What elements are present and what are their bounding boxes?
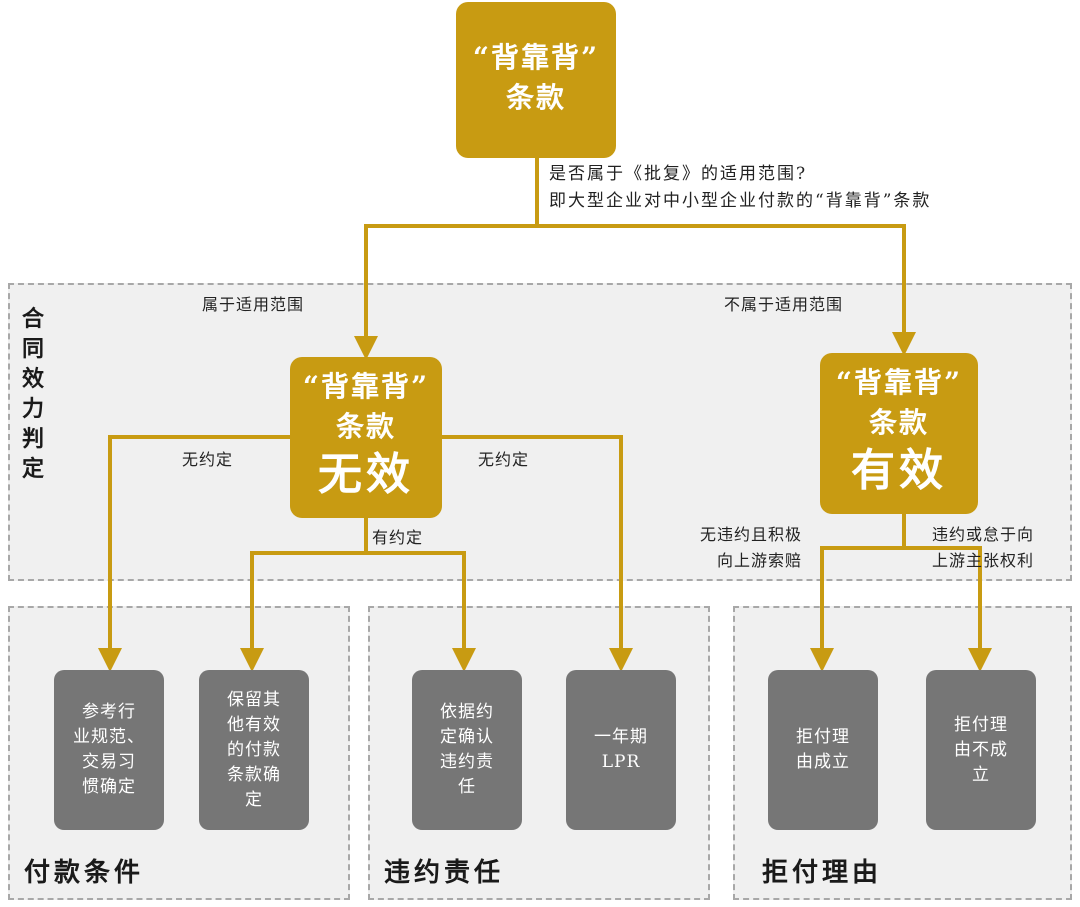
invalid-box-line2: 条款 [335,410,396,443]
valid-box-line1: “背靠背” [835,366,963,399]
connector-invalid-to-lpr [440,435,633,672]
connector-invalid-to-breach-liability [366,551,476,672]
back-to-back-clause-box: “背靠背” 条款 [456,2,616,158]
label-breach: 违约或怠于向 上游主张权利 [932,525,1035,570]
connector-invalid-to-retain-terms [240,518,368,672]
connector-valid-to-refusal-invalid [904,546,992,672]
card-refusal-invalid: 拒付理 由不成 立 [926,670,1036,830]
vertical-label-contract-validity: 合同效力判定 [22,306,45,482]
label-applicable: 属于适用范围 [202,295,305,314]
valid-box-line2: 条款 [868,406,929,439]
connector-valid-to-refusal-valid [810,512,906,672]
card-industry-practice: 参考行 业规范、 交易习 惯确定 [54,670,164,830]
label-has-agreement: 有约定 [372,528,424,547]
connector-top-to-invalid [354,158,539,360]
section-breach-liability: 违约责任 [384,858,505,888]
label-no-agreement-left: 无约定 [182,450,234,469]
card-retain-terms: 保留其 他有效 的付款 条款确 定 [199,670,309,830]
card-breach-liability: 依据约 定确认 违约责 任 [412,670,522,830]
connector-invalid-to-industry-practice [98,435,290,672]
label-no-breach: 无违约且积极 向上游索赔 [700,525,803,570]
applicability-question-line1: 是否属于《批复》的适用范围? [549,164,808,184]
card-lpr: 一年期 LPR [566,670,676,830]
section-payment-conditions: 付款条件 [24,858,145,888]
applicability-question-line2: 即大型企业对中小型企业付款的“背靠背”条款 [549,191,932,211]
top-box-line2: 条款 [505,81,566,114]
valid-box-line3: 有效 [851,445,947,496]
clause-invalid-box: “背靠背” 条款 无效 [290,357,442,518]
card-refusal-valid: 拒付理 由成立 [768,670,878,830]
connector-top-to-valid [537,224,916,356]
invalid-box-line1: “背靠背” [302,370,430,403]
top-box-line1: “背靠背” [472,41,600,74]
clause-valid-box: “背靠背” 条款 有效 [820,353,978,514]
section-refusal-reasons: 拒付理由 [762,858,883,888]
invalid-box-line3: 无效 [318,449,414,500]
label-no-agreement-right: 无约定 [478,450,530,469]
label-not-applicable: 不属于适用范围 [724,295,844,314]
